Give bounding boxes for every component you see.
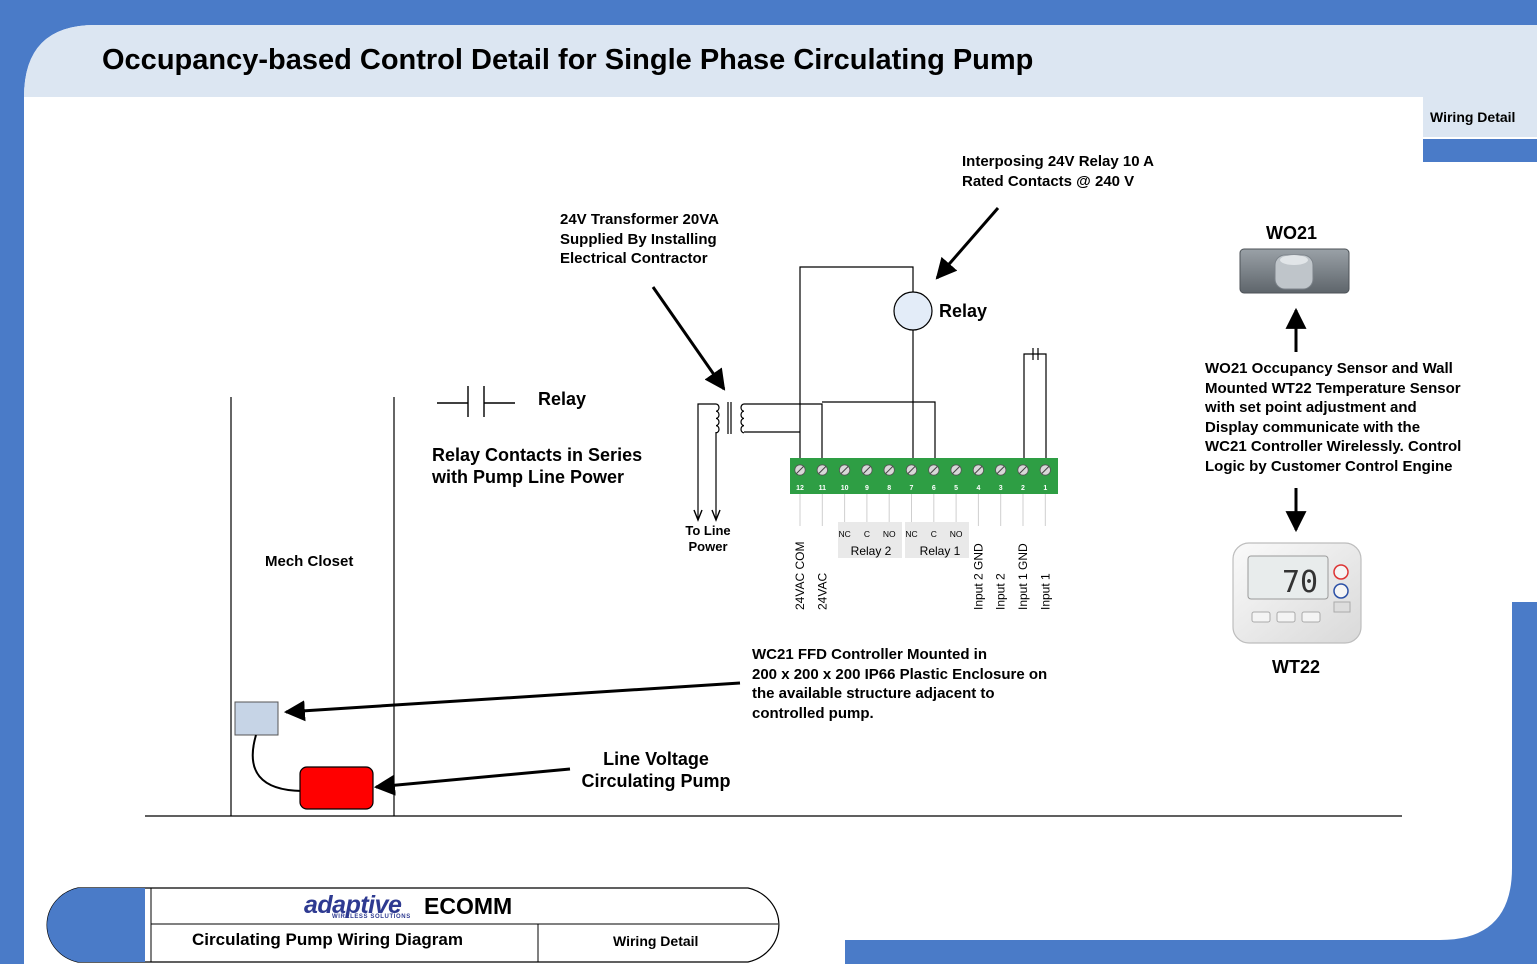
brand-logo: adaptive (304, 891, 402, 919)
title-block (46, 887, 780, 963)
terminal-screw-slot (974, 466, 983, 474)
to-line-power-label: To Line Power (685, 523, 731, 554)
transformer-callout: 24V Transformer 20VA Supplied By Install… (560, 211, 719, 267)
interposing-relay-callout: Interposing 24V Relay 10 A Rated Contact… (962, 153, 1155, 190)
thermostat-down-icon (1333, 583, 1349, 599)
relay-contact-label: C (931, 529, 937, 539)
terminal-screw-slot (907, 466, 916, 474)
terminal-function-label: Input 2 GND (971, 543, 985, 610)
wt22-title: WT22 (1272, 657, 1321, 677)
wt22-thermostat: 70 (1232, 542, 1362, 644)
terminal-screw-slot (1019, 466, 1027, 474)
relay-contact-label: NO (883, 529, 896, 539)
input1-contact-symbol (1032, 348, 1039, 360)
terminal-screw-slot (952, 466, 960, 474)
terminal-screw-slot (1041, 466, 1050, 474)
thermostat-up-icon (1333, 564, 1349, 580)
terminal-numbers: 12 11 10 9 8 7 6 5 4 3 2 1 (796, 485, 1047, 492)
terminal-function-label: Input 1 GND (1016, 543, 1030, 610)
transformer-symbol (697, 402, 823, 518)
terminal-number: 12 (796, 485, 804, 492)
relay-contact-label: NC (905, 529, 917, 539)
terminal-function-label: 24VAC (815, 573, 829, 610)
controller-note: WC21 FFD Controller Mounted in 200 x 200… (752, 646, 1048, 722)
relay-coil-label: Relay (939, 301, 988, 321)
terminal-number: 6 (932, 485, 936, 492)
controller-arrow (283, 681, 741, 722)
terminal-function-label: 24VAC COM (793, 542, 807, 610)
relay-contact-label: NC (838, 529, 850, 539)
pump-note: Line Voltage Circulating Pump (581, 749, 731, 791)
thermostat-display: 70 (1282, 565, 1318, 600)
terminal-number: 7 (910, 485, 914, 492)
relay1-label: Relay 1 (920, 544, 961, 558)
sheet-type: Wiring Detail (613, 933, 699, 949)
drawing-title: Circulating Pump Wiring Diagram (192, 930, 463, 949)
terminal-number: 2 (1021, 485, 1025, 492)
to-line-power-arrows (693, 509, 721, 522)
terminal-screw-slot (929, 466, 938, 474)
terminal-screw-slot (885, 466, 894, 474)
page-title: Occupancy-based Control Detail for Singl… (102, 44, 1034, 76)
terminal-number: 3 (999, 485, 1003, 492)
corner-tab-label: Wiring Detail (1430, 109, 1516, 125)
transformer-arrow (651, 286, 726, 391)
terminal-function-label: Input 2 (994, 573, 1008, 610)
relay-coil (893, 291, 933, 331)
terminal-number: 8 (887, 485, 891, 492)
relay-contact-label: NO (950, 529, 963, 539)
terminal-functions: 24VAC COM 24VAC Input 2 GND Input 2 Input 1 … (793, 542, 1052, 610)
product-name: ECOMM (424, 893, 513, 919)
terminal-screw-slot (863, 466, 871, 474)
control-wiring (799, 266, 1047, 462)
relay2-label: Relay 2 (851, 544, 892, 558)
controller-enclosure (234, 701, 279, 736)
brand-tagline: WIRELESS SOLUTIONS (332, 914, 411, 920)
relay-contact-label: Relay (538, 389, 587, 409)
relay-contacts-note: Relay Contacts in Series with Pump Line … (432, 445, 643, 487)
terminal-screw-slot (796, 466, 804, 474)
terminal-screw-slot (996, 466, 1005, 474)
wo21-title: WO21 (1266, 223, 1318, 243)
terminal-number: 1 (1043, 485, 1047, 492)
pump-arrow (373, 767, 571, 796)
terminal-number: 5 (954, 485, 958, 492)
mech-closet-label: Mech Closet (265, 553, 354, 570)
terminal-number: 10 (841, 485, 849, 492)
terminal-block (790, 458, 1058, 558)
relay-group-labels: Relay 2 Relay 1 (851, 544, 961, 558)
terminal-screw-slot (818, 466, 827, 474)
corner-tab (1423, 97, 1537, 162)
circulating-pump (299, 766, 374, 810)
terminal-number: 9 (865, 485, 869, 492)
interposing-relay-arrow (935, 207, 1000, 280)
pump-cable (251, 734, 303, 792)
relay-contact-label: C (864, 529, 870, 539)
wo21-sensor (1239, 248, 1350, 294)
terminal-number: 4 (976, 485, 980, 492)
wireless-note: WO21 Occupancy Sensor and Wall Mounted W… (1205, 360, 1462, 475)
terminal-function-label: Input 1 (1038, 573, 1052, 610)
terminal-number: 11 (819, 485, 827, 492)
mech-closet (145, 397, 1402, 817)
terminal-screw-slot (840, 466, 849, 474)
relay-contacts: NC C NO NC C NO (838, 529, 962, 539)
relay-contact-symbol (437, 386, 515, 417)
